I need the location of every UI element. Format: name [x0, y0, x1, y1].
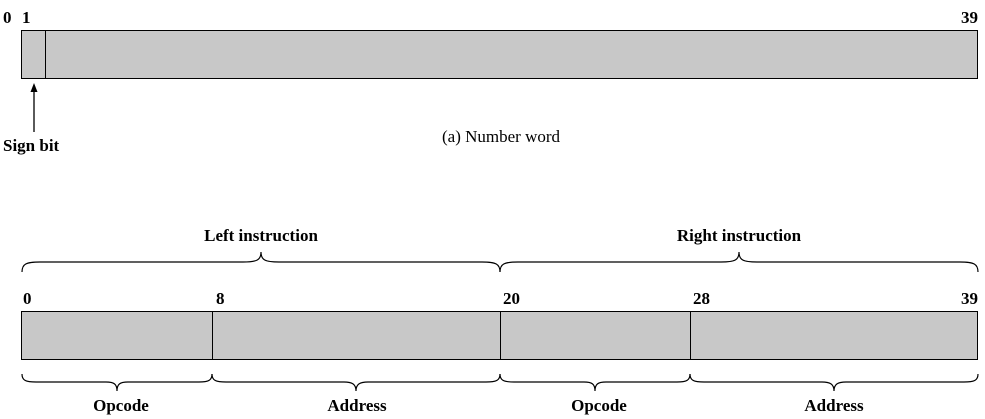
number-word-caption: (a) Number word — [441, 127, 561, 146]
address-field-label: Address — [327, 396, 387, 415]
opcode-brace-left — [21, 373, 213, 392]
bit-label-8: 8 — [216, 289, 225, 308]
bit-label-20: 20 — [503, 289, 520, 308]
field-divider-8 — [212, 312, 213, 359]
sign-bit-divider — [45, 31, 46, 78]
left-instruction-label: Left instruction — [204, 226, 318, 245]
instruction-word-register — [21, 311, 978, 360]
number-word-register — [21, 30, 978, 79]
right-instruction-brace — [499, 251, 979, 273]
opcode-field-label: Opcode — [571, 396, 627, 415]
bit-label-39: 39 — [961, 289, 978, 308]
bit-label-0: 0 — [23, 289, 32, 308]
opcode-field-label: Opcode — [93, 396, 149, 415]
address-brace-left — [211, 373, 501, 392]
bit-label-1: 1 — [22, 8, 31, 27]
address-field-label: Address — [804, 396, 864, 415]
address-brace-right — [689, 373, 979, 392]
bit-label-28: 28 — [693, 289, 710, 308]
bit-label-39: 39 — [961, 8, 978, 27]
sign-bit-label: Sign bit — [3, 136, 60, 155]
field-divider-28 — [690, 312, 691, 359]
field-divider-20 — [500, 312, 501, 359]
opcode-brace-right — [499, 373, 691, 392]
left-instruction-brace — [21, 251, 501, 273]
arrowhead-icon — [30, 83, 38, 92]
bit-label-0: 0 — [3, 8, 12, 27]
right-instruction-label: Right instruction — [676, 226, 802, 245]
